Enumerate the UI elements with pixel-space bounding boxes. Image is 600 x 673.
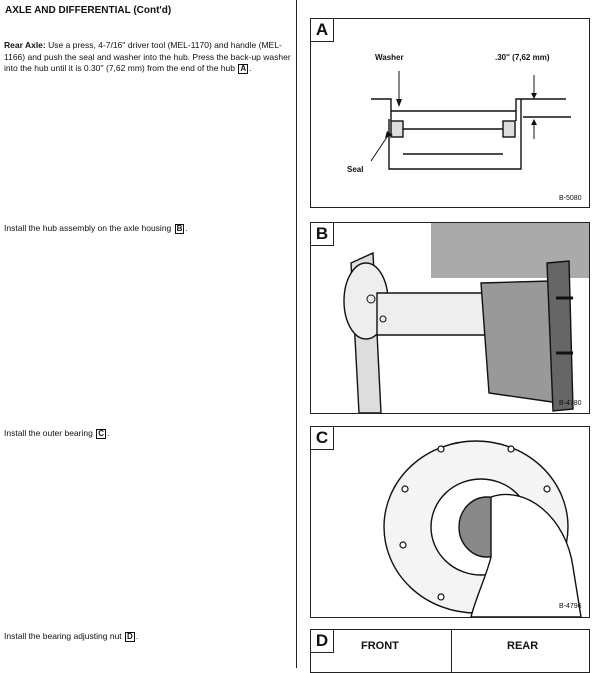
- figure-d: D FRONT REAR: [310, 629, 590, 673]
- figure-c: C B-4796: [310, 426, 590, 618]
- figure-ref-b: B: [174, 224, 185, 234]
- figure-a-code: B-5080: [559, 195, 582, 202]
- figure-b: B B-4780: [310, 222, 590, 414]
- figure-ref-c: C: [96, 429, 106, 439]
- hub-step-text: Install the hub assembly on the axle hou…: [4, 223, 172, 233]
- seal-washer-illustration: [370, 71, 571, 170]
- figure-a: A Washer Seal .30'' (7,62 mm) B-5080: [310, 18, 590, 208]
- hub-assembly-illustration: [343, 223, 589, 413]
- dimension-label: .30'' (7,62 mm): [495, 53, 550, 62]
- figure-d-divider: [451, 630, 452, 672]
- adjusting-nut-step-text: Install the bearing adjusting nut: [4, 631, 122, 641]
- page-title: AXLE AND DIFFERENTIAL (Cont'd): [5, 5, 172, 16]
- rear-axle-label: Rear Axle:: [4, 40, 46, 50]
- figure-b-letter: B: [311, 223, 334, 246]
- seal-label: Seal: [347, 165, 364, 174]
- outer-bearing-step: Install the outer bearing C.: [4, 428, 110, 439]
- front-column-header: FRONT: [361, 640, 399, 652]
- washer-label: Washer: [375, 53, 404, 62]
- hub-step: Install the hub assembly on the axle hou…: [4, 223, 188, 234]
- outer-bearing-illustration: [383, 440, 582, 617]
- figure-c-letter: C: [311, 427, 334, 450]
- figure-d-letter: D: [311, 630, 334, 653]
- figure-ref-d: D: [125, 632, 135, 642]
- adjusting-nut-step: Install the bearing adjusting nut D.: [4, 631, 139, 642]
- rear-axle-text: Use a press, 4-7/16'' driver tool (MEL-1…: [4, 40, 291, 73]
- figure-c-code: B-4796: [559, 603, 582, 610]
- rear-axle-step: Rear Axle: Use a press, 4-7/16'' driver …: [4, 40, 291, 74]
- outer-bearing-step-text: Install the outer bearing: [4, 428, 93, 438]
- column-divider: [296, 0, 297, 668]
- figure-ref-a: A: [238, 64, 249, 74]
- figure-b-code: B-4780: [559, 400, 582, 407]
- rear-column-header: REAR: [507, 640, 539, 652]
- figure-a-letter: A: [311, 19, 334, 42]
